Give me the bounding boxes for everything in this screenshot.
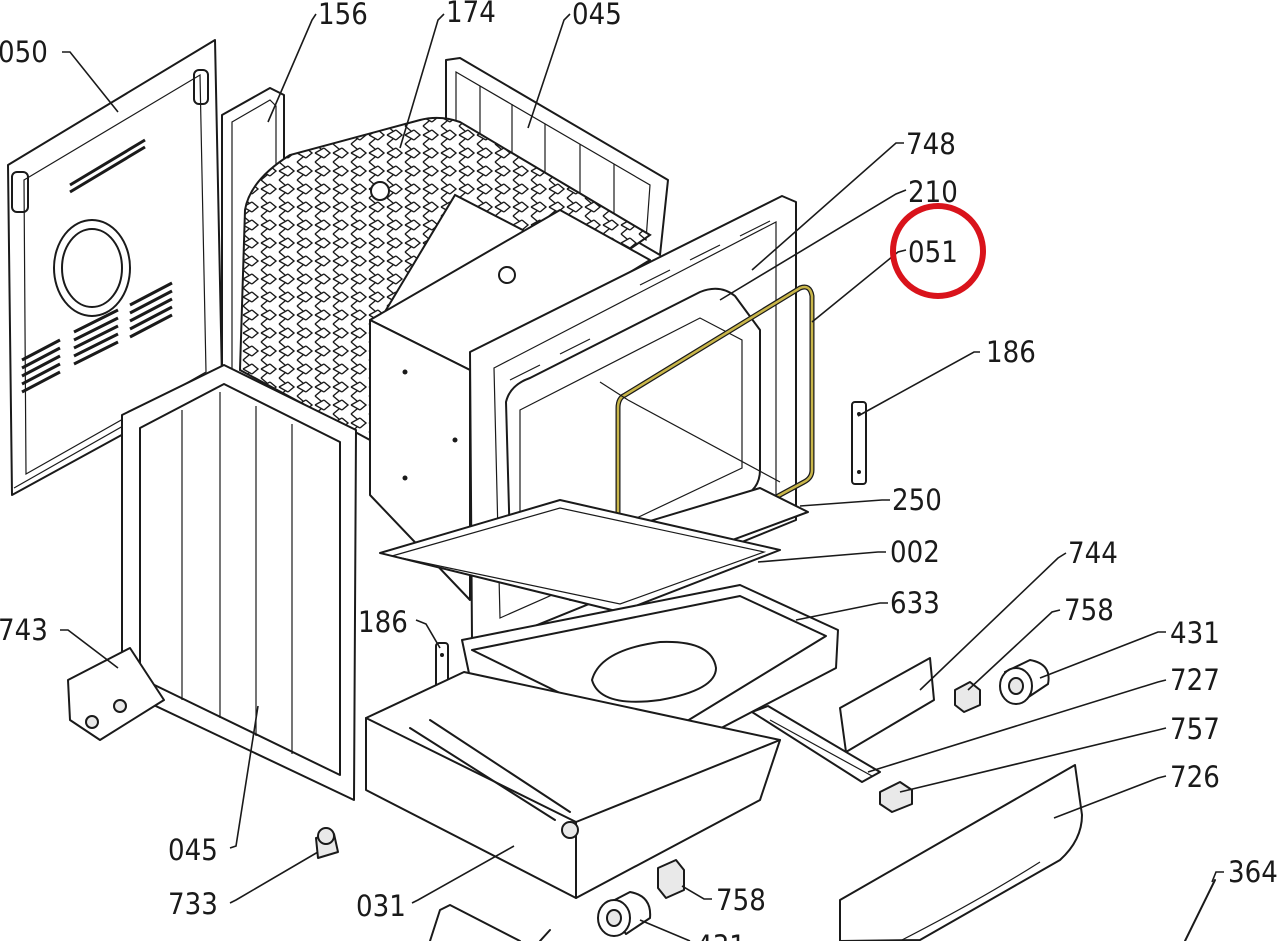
leader-lines: [60, 13, 1224, 941]
highlight-circle-051: [890, 203, 986, 299]
callout-045-top[interactable]: 045: [572, 0, 622, 31]
callout-431-bottom[interactable]: 431: [696, 929, 746, 941]
callout-727[interactable]: 727: [1170, 663, 1220, 697]
callout-364[interactable]: 364: [1228, 855, 1278, 889]
roller-431-bottom: [597, 891, 652, 937]
callout-633[interactable]: 633: [890, 586, 940, 620]
clip-758-bottom: [657, 859, 685, 899]
front-frame-slots: [509, 220, 771, 381]
callout-051[interactable]: 051: [908, 235, 958, 269]
drawer-front-726: [839, 764, 1083, 941]
oven-cavity: [369, 209, 651, 601]
side-panel-045: [121, 364, 357, 801]
rear-panel: [7, 39, 223, 496]
callout-431-top[interactable]: 431: [1170, 616, 1220, 650]
callout-758-bottom[interactable]: 758: [716, 883, 766, 917]
callout-045-bottom[interactable]: 045: [168, 833, 218, 867]
callout-748[interactable]: 748: [906, 127, 956, 161]
callout-726[interactable]: 726: [1170, 760, 1220, 794]
callout-050[interactable]: 050: [0, 35, 48, 69]
callout-156[interactable]: 156: [318, 0, 368, 31]
door-gasket-051: [599, 284, 815, 579]
callout-186-left[interactable]: 186: [358, 605, 408, 639]
callout-250[interactable]: 250: [892, 483, 942, 517]
callout-174[interactable]: 174: [446, 0, 496, 29]
callout-002[interactable]: 002: [890, 535, 940, 569]
foot-733: [315, 827, 339, 859]
clip-758-top: [954, 681, 981, 713]
drawer-rail-partial: [429, 904, 551, 941]
callout-743[interactable]: 743: [0, 613, 48, 647]
clip-757: [879, 781, 913, 813]
callout-758-top[interactable]: 758: [1064, 593, 1114, 627]
drawer-364-partial: [1184, 879, 1216, 941]
callout-031[interactable]: 031: [356, 889, 406, 923]
callout-733[interactable]: 733: [168, 887, 218, 921]
rail-744: [839, 657, 935, 753]
callout-744[interactable]: 744: [1068, 536, 1118, 570]
callout-757[interactable]: 757: [1170, 712, 1220, 746]
base-031: [365, 671, 781, 899]
rear-panel-vents: [21, 138, 173, 394]
callout-210[interactable]: 210: [908, 175, 958, 209]
callout-186-right[interactable]: 186: [986, 335, 1036, 369]
rail-727: [751, 705, 881, 783]
hinge-bracket-186-right: [851, 401, 867, 485]
base-bracket-743: [67, 647, 165, 741]
roller-431-top: [999, 659, 1050, 705]
bottom-plate-002: [379, 499, 781, 613]
